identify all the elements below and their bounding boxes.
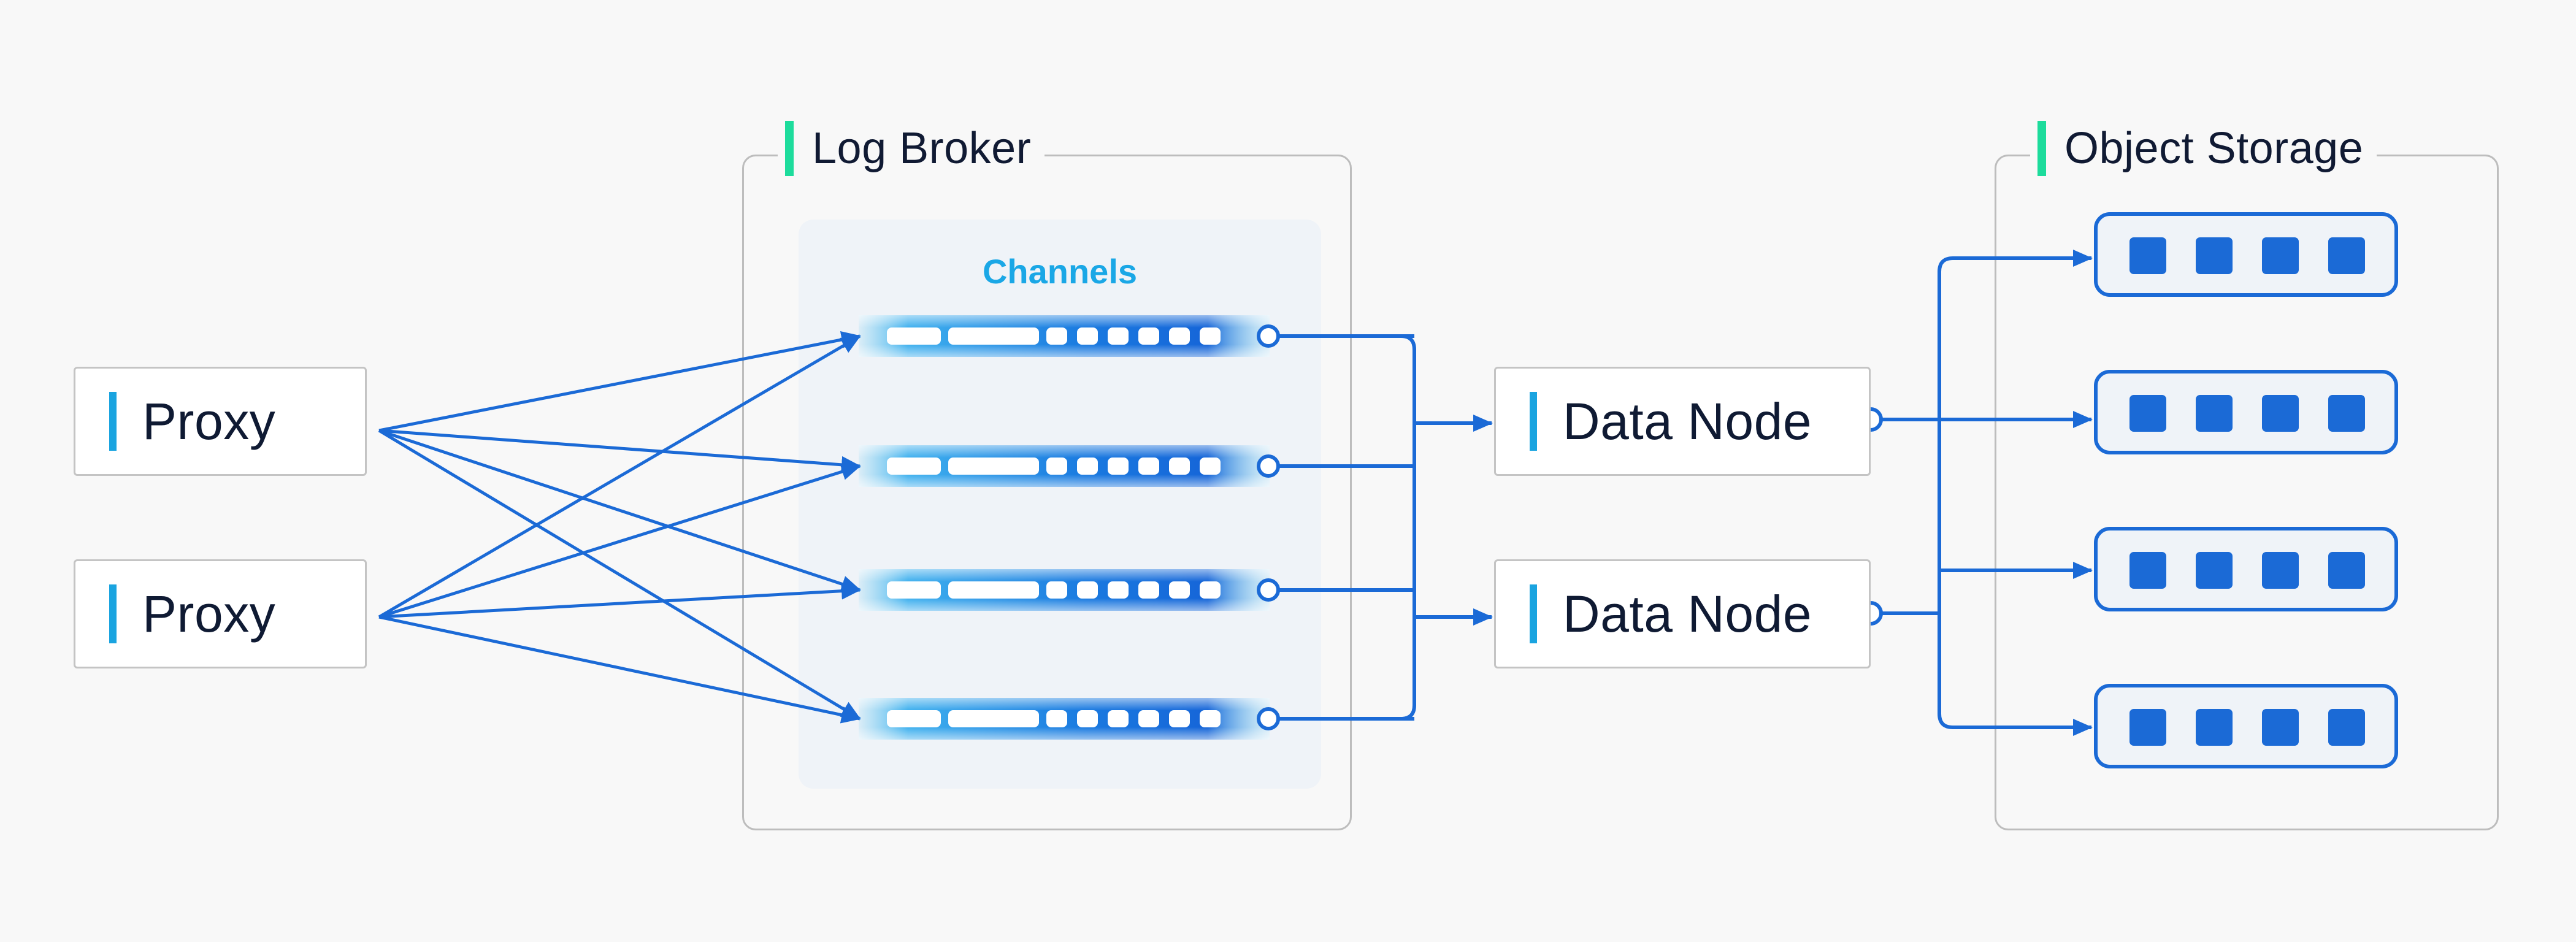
proxy-label: Proxy <box>142 584 276 643</box>
storage-block <box>2262 395 2299 432</box>
proxy-to-channel-arrow <box>378 429 861 721</box>
node-accent-bar <box>1530 392 1537 451</box>
data-node-label: Data Node <box>1563 392 1812 450</box>
storage-block <box>2129 395 2166 432</box>
storage-block <box>2129 237 2166 274</box>
storage-bucket-1 <box>2094 212 2398 297</box>
proxy-to-channel-arrow <box>378 334 861 619</box>
data-node-2: Data Node <box>1494 559 1871 668</box>
channel-segment <box>1138 581 1159 599</box>
channel-segment <box>948 327 1039 345</box>
channel-segment <box>887 458 941 475</box>
channel-segment <box>1200 710 1221 727</box>
channels-title: Channels <box>982 252 1138 291</box>
channel-port <box>1257 324 1280 348</box>
node-accent-bar <box>109 392 117 451</box>
group-accent-bar <box>2037 121 2046 176</box>
storage-bucket-2 <box>2094 370 2398 454</box>
channel-segment <box>1200 458 1221 475</box>
proxy-to-channel-arrow <box>378 331 861 432</box>
proxy-to-channel-arrow <box>378 429 861 473</box>
object-storage-title-text: Object Storage <box>2064 124 2364 173</box>
channel-segment <box>1046 710 1067 727</box>
storage-block <box>2328 552 2365 589</box>
channel-segment <box>948 581 1039 599</box>
channel-segment <box>1200 581 1221 599</box>
proxy-to-channel-arrow <box>378 463 861 619</box>
channel-segment <box>1169 710 1190 727</box>
channel-segment <box>1138 327 1159 345</box>
channel-segment <box>948 710 1039 727</box>
proxy-to-channel-arrow <box>378 582 861 619</box>
storage-block <box>2328 709 2365 746</box>
storage-block <box>2129 552 2166 589</box>
channel-segment <box>1169 458 1190 475</box>
channel-segment <box>1169 327 1190 345</box>
log-broker-title-text: Log Broker <box>812 124 1032 173</box>
data-node-1: Data Node <box>1494 367 1871 476</box>
channel-segment <box>1138 458 1159 475</box>
storage-block <box>2262 552 2299 589</box>
channel-segment <box>887 327 941 345</box>
storage-block <box>2328 237 2365 274</box>
channel-segment <box>1108 581 1129 599</box>
channel-segment <box>1077 327 1098 345</box>
storage-block <box>2262 709 2299 746</box>
storage-block <box>2328 395 2365 432</box>
proxy-to-channel-arrow <box>378 429 861 592</box>
log-broker-group <box>742 155 1352 830</box>
channel-segment <box>1108 327 1129 345</box>
channel-segment <box>1138 710 1159 727</box>
channel-segment <box>1046 327 1067 345</box>
channel-segment <box>1046 458 1067 475</box>
object-storage-title: Object Storage <box>2030 121 2377 176</box>
channel-port <box>1257 454 1280 478</box>
storage-block <box>2196 395 2233 432</box>
storage-block <box>2196 237 2233 274</box>
storage-bus <box>1938 256 1953 729</box>
proxy-node-2: Proxy <box>74 559 367 668</box>
channel-segment <box>1108 458 1129 475</box>
storage-block <box>2129 709 2166 746</box>
storage-block <box>2196 552 2233 589</box>
channel-segment <box>1077 458 1098 475</box>
data-node-label: Data Node <box>1563 584 1812 643</box>
log-broker-title: Log Broker <box>778 121 1045 176</box>
node-accent-bar <box>1530 584 1537 643</box>
channels-panel <box>799 220 1321 789</box>
channel-segment <box>1108 710 1129 727</box>
proxy-node-1: Proxy <box>74 367 367 476</box>
channel-segment <box>1077 581 1098 599</box>
proxy-to-channel-arrow <box>378 615 861 724</box>
storage-bucket-3 <box>2094 527 2398 611</box>
group-accent-bar <box>785 121 794 176</box>
storage-block <box>2262 237 2299 274</box>
channel-segment <box>887 710 941 727</box>
channel-segment <box>1046 581 1067 599</box>
channel-segment <box>1077 710 1098 727</box>
channel-bus <box>1400 334 1416 721</box>
storage-bucket-4 <box>2094 684 2398 768</box>
storage-block <box>2196 709 2233 746</box>
channel-segment <box>948 458 1039 475</box>
channel-segment <box>1169 581 1190 599</box>
proxy-label: Proxy <box>142 392 276 450</box>
channel-port <box>1257 578 1280 602</box>
channel-port <box>1257 707 1280 730</box>
node-accent-bar <box>109 584 117 643</box>
channel-segment <box>887 581 941 599</box>
channel-segment <box>1200 327 1221 345</box>
